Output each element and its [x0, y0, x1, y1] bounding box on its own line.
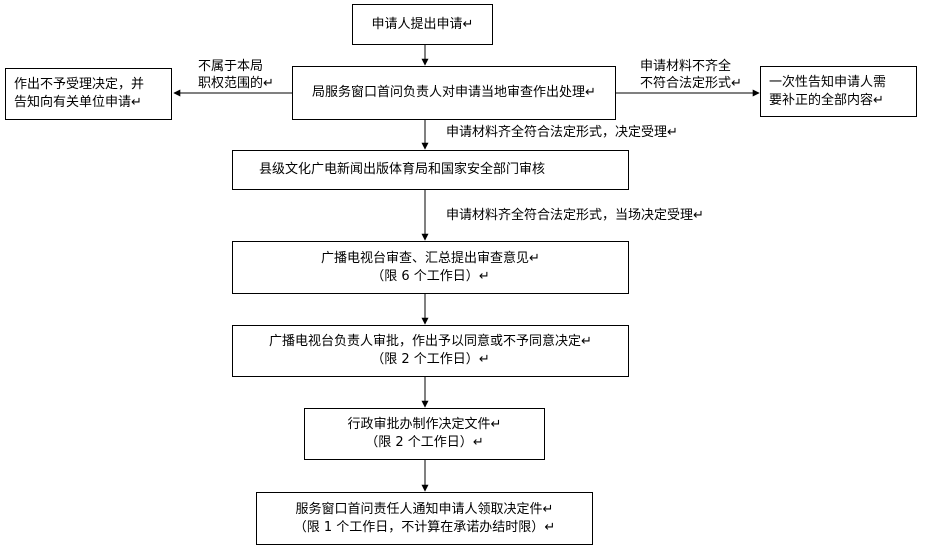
label-incomplete-line2: 不符合法定形式	[640, 76, 732, 91]
node-window-review-text: 局服务窗口首问负责人对申请当地审查作出处理	[312, 85, 586, 100]
label-accept: 申请材料齐全符合法定形式，决定受理↵	[446, 125, 678, 140]
node-inform-line1: 一次性告知申请人需	[769, 74, 887, 90]
node-admin-doc-line2: （限 2 个工作日）	[365, 435, 473, 450]
node-window-review: 局服务窗口首问负责人对申请当地审查作出处理↵	[292, 66, 616, 120]
node-tv-review-line1: 广播电视台审查、汇总提出审查意见	[321, 250, 530, 266]
node-reject-line1: 作出不予受理决定，并	[14, 77, 145, 92]
node-admin-doc: 行政审批办制作决定文件↵ （限 2 个工作日）↵	[304, 408, 545, 460]
label-accept-text: 申请材料齐全符合法定形式，决定受理	[446, 125, 668, 140]
node-county-review: 县级文化广电新闻出版体育局和国家安全部门审核	[232, 150, 629, 190]
label-accept-onsite-text: 申请材料齐全符合法定形式，当场决定受理	[446, 208, 694, 223]
label-not-scope: 不属于本局 职权范围的↵	[198, 59, 274, 91]
node-county-review-text: 县级文化广电新闻出版体育局和国家安全部门审核	[259, 162, 546, 177]
node-admin-doc-line1: 行政审批办制作决定文件	[347, 417, 491, 432]
node-reject: 作出不予受理决定，并 告知向有关单位申请↵	[5, 68, 172, 120]
label-not-scope-line2: 职权范围的	[198, 76, 264, 91]
node-reject-line2: 告知向有关单位申请	[14, 95, 132, 110]
node-inform: 一次性告知申请人需 要补正的全部内容↵	[760, 66, 917, 117]
node-tv-approve: 广播电视台负责人审批，作出予以同意或不予同意决定↵ （限 2 个工作日）↵	[232, 325, 629, 377]
label-incomplete-line1: 申请材料不齐全	[640, 59, 732, 74]
node-notify-line2: （限 1 个工作日，不计算在承诺办结时限）	[293, 519, 545, 535]
node-apply-text: 申请人提出申请	[371, 16, 463, 32]
node-inform-line2: 要补正的全部内容	[769, 92, 874, 108]
node-notify: 服务窗口首问责任人通知申请人领取决定件↵ （限 1 个工作日，不计算在承诺办结时…	[256, 492, 593, 545]
node-tv-approve-line1: 广播电视台负责人审批，作出予以同意或不予同意决定	[269, 334, 582, 349]
label-not-scope-line1: 不属于本局	[198, 59, 264, 74]
node-tv-review: 广播电视台审查、汇总提出审查意见↵ （限 6 个工作日）↵	[232, 241, 629, 294]
node-tv-approve-line2: （限 2 个工作日）	[371, 352, 479, 367]
label-accept-onsite: 申请材料齐全符合法定形式，当场决定受理↵	[446, 208, 704, 223]
label-incomplete: 申请材料不齐全 不符合法定形式↵	[640, 59, 742, 91]
node-apply: 申请人提出申请↵	[352, 4, 493, 45]
node-tv-review-line2: （限 6 个工作日）	[371, 268, 479, 284]
node-notify-line1: 服务窗口首问责任人通知申请人领取决定件	[295, 501, 543, 517]
